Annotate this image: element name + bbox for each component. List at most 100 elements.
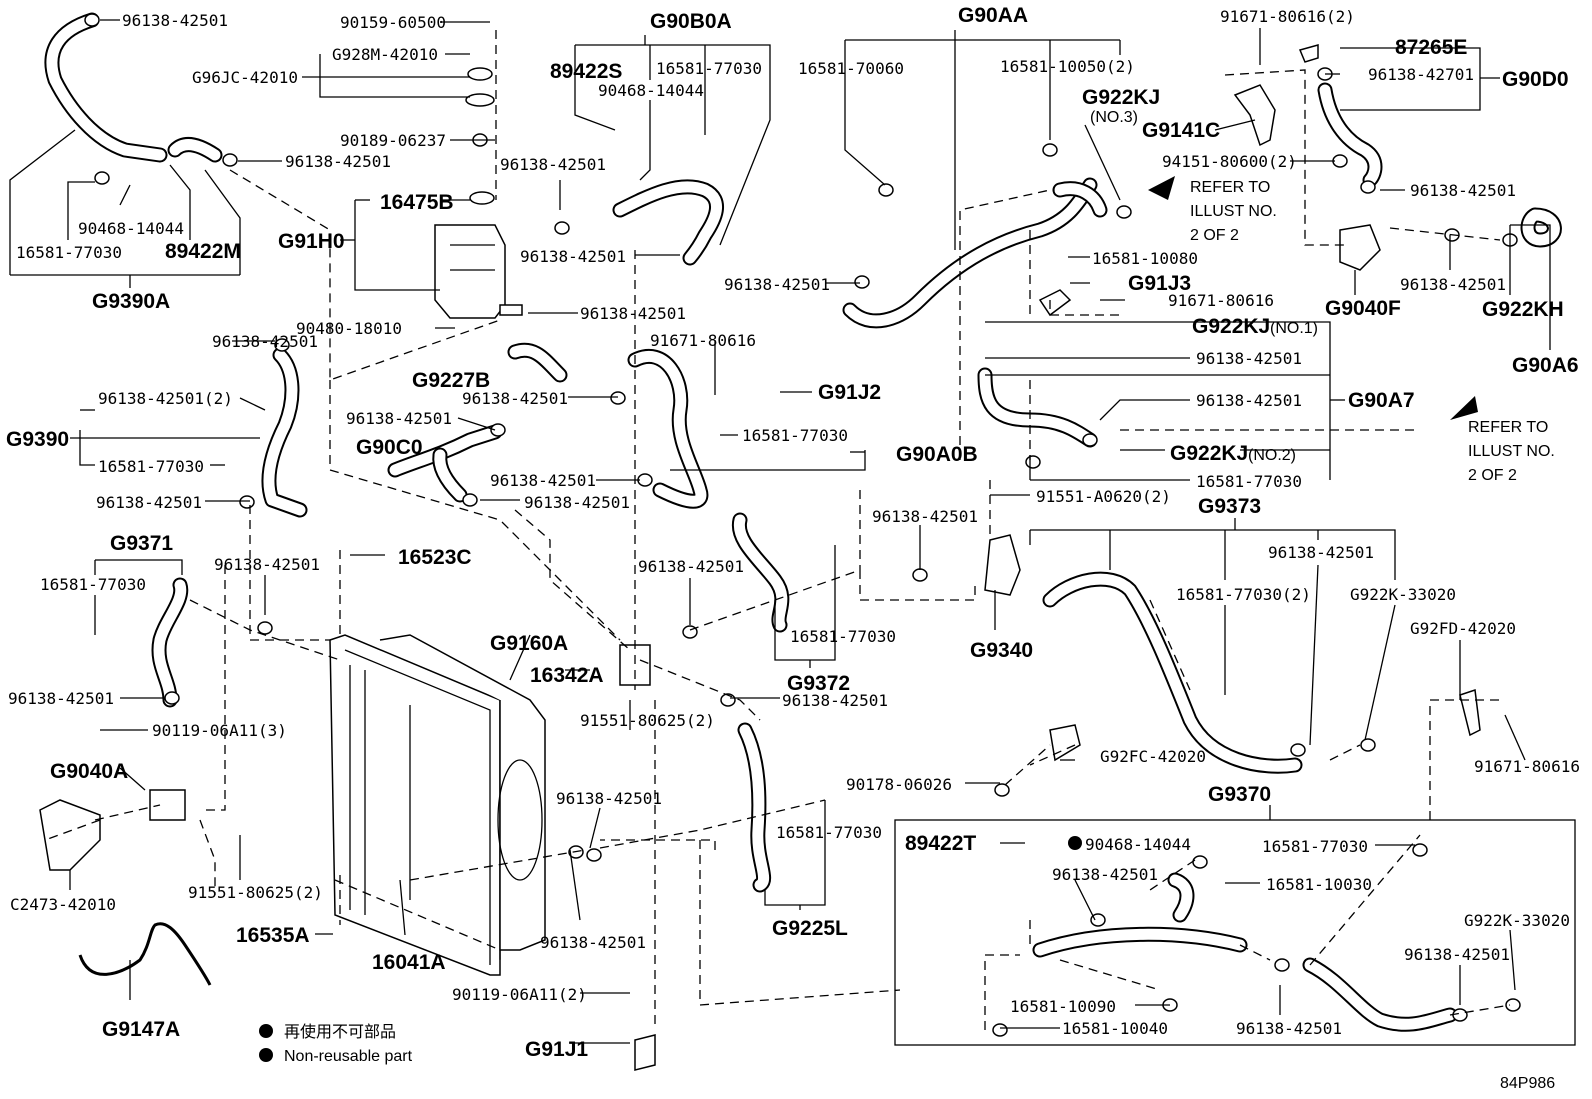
group-label: G91H0 (278, 230, 345, 253)
clamp-icon (84, 13, 100, 27)
clamp-icon (554, 221, 570, 235)
part-label: G92FC-42020 (1100, 747, 1206, 766)
group-label: G9147A (102, 1018, 180, 1041)
leader-lines (9, 19, 1576, 1046)
clamp-icon (94, 171, 110, 185)
part-label: 96138-42501 (8, 689, 114, 708)
clamp-icon (164, 691, 180, 705)
part-label: 96138-42501 (212, 332, 318, 351)
clamp-icon (854, 275, 870, 289)
group-label: G9373 (1198, 495, 1261, 518)
group-label: G9390A (92, 290, 170, 313)
clamp-icon (586, 848, 602, 862)
clamp-icon (1116, 205, 1132, 219)
note-label: (NO.3) (1090, 109, 1138, 126)
part-label: 91551-80625(2) (580, 711, 715, 730)
group-label: G922KH (1482, 298, 1564, 321)
part-label: 16581-77030 (1262, 837, 1368, 856)
part-label: 96138-42501 (1196, 349, 1302, 368)
clamp-icon (1360, 180, 1376, 194)
clamp-icon (274, 338, 290, 352)
group-label: 16535A (236, 924, 310, 947)
part-label: G96JC-42010 (192, 68, 298, 87)
group-label: G922KJ (1192, 315, 1270, 338)
clamp-icon (1505, 998, 1521, 1012)
clamp-icon (610, 391, 626, 405)
part-label: 96138-42501(2) (98, 389, 233, 408)
group-label: 87265E (1395, 36, 1467, 59)
clamp-icon (257, 621, 273, 635)
part-label: 91671-80616 (650, 331, 756, 350)
clamp-icon (1025, 455, 1041, 469)
part-label: 91551-A0620(2) (1036, 487, 1171, 506)
clamp-icon (1274, 958, 1290, 972)
part-label: 96138-42501 (524, 493, 630, 512)
group-label: G9370 (1208, 783, 1271, 806)
part-label: 96138-42501 (1196, 391, 1302, 410)
part-label: 91671-80616 (1474, 757, 1580, 776)
part-label: 16581-70060 (798, 59, 904, 78)
group-label: G90B0A (650, 10, 732, 33)
part-label: G922K-33020 (1350, 585, 1456, 604)
part-label: 16581-10090 (1010, 997, 1116, 1016)
part-label: 96138-42501 (638, 557, 744, 576)
group-label: G9340 (970, 639, 1033, 662)
part-label: 16581-77030 (16, 243, 122, 262)
group-label: G90D0 (1502, 68, 1569, 91)
part-label: 90119-06A11(2) (452, 985, 587, 1004)
refer-note: 2 OF 2 (1468, 467, 1517, 484)
refer-arrow-icon (1148, 176, 1175, 200)
clamp-icon (490, 423, 506, 437)
part-label: 96138-42501 (1410, 181, 1516, 200)
part-label: 96138-42501 (724, 275, 830, 294)
non-reusable-dot-icon (259, 1048, 273, 1062)
part-label: 96138-42501 (580, 304, 686, 323)
part-label: 16581-77030 (1196, 472, 1302, 491)
part-label: 96138-42501 (1052, 865, 1158, 884)
part-label: 96138-42501 (122, 11, 228, 30)
part-label: 16581-10030 (1266, 875, 1372, 894)
group-label: G9225L (772, 917, 848, 940)
part-label: 90189-06237 (340, 131, 446, 150)
group-label: 16523C (398, 546, 472, 569)
group-label: G9160A (490, 632, 568, 655)
group-label: G90AA (958, 4, 1028, 27)
part-label: 96138-42501 (1268, 543, 1374, 562)
clamp-icon (912, 568, 928, 582)
part-label: 96138-42501 (96, 493, 202, 512)
refer-note: 2 OF 2 (1190, 227, 1239, 244)
clamp-icon (222, 153, 238, 167)
clamp-icon (1452, 1008, 1468, 1022)
clamp-icon (239, 495, 255, 509)
part-label: 16581-77030 (98, 457, 204, 476)
part-label: G928M-42010 (332, 45, 438, 64)
group-label: G90A7 (1348, 389, 1415, 412)
part-label: 90119-06A11(3) (152, 721, 287, 740)
clamp-icon (1332, 154, 1348, 168)
part-label: 16581-10080 (1092, 249, 1198, 268)
refer-note: REFER TO (1190, 179, 1270, 196)
clamp-icon (1192, 855, 1208, 869)
part-label: 96138-42501 (540, 933, 646, 952)
group-label: G91J3 (1128, 272, 1191, 295)
refer-arrow-icon (1450, 396, 1478, 420)
group-label: G90C0 (356, 436, 423, 459)
note-label: (NO.2) (1248, 447, 1296, 464)
part-label: 16581-77030 (776, 823, 882, 842)
group-label: G91J2 (818, 381, 881, 404)
clamp-icon (462, 493, 478, 507)
group-label: 89422M (165, 240, 241, 263)
clamp-icon (1360, 738, 1376, 752)
non-reusable-dot-icon (1068, 836, 1082, 850)
group-label: 89422T (905, 832, 976, 855)
clamp-icon (878, 183, 894, 197)
part-label: 91671-80616 (1168, 291, 1274, 310)
group-label: G90A6 (1512, 354, 1579, 377)
group-label: G9040F (1325, 297, 1401, 320)
group-label: G922KJ (1170, 442, 1248, 465)
part-label: 16581-77030 (742, 426, 848, 445)
components (39, 44, 1481, 1071)
group-label: G9390 (6, 428, 69, 451)
refer-note: ILLUST NO. (1468, 443, 1555, 460)
